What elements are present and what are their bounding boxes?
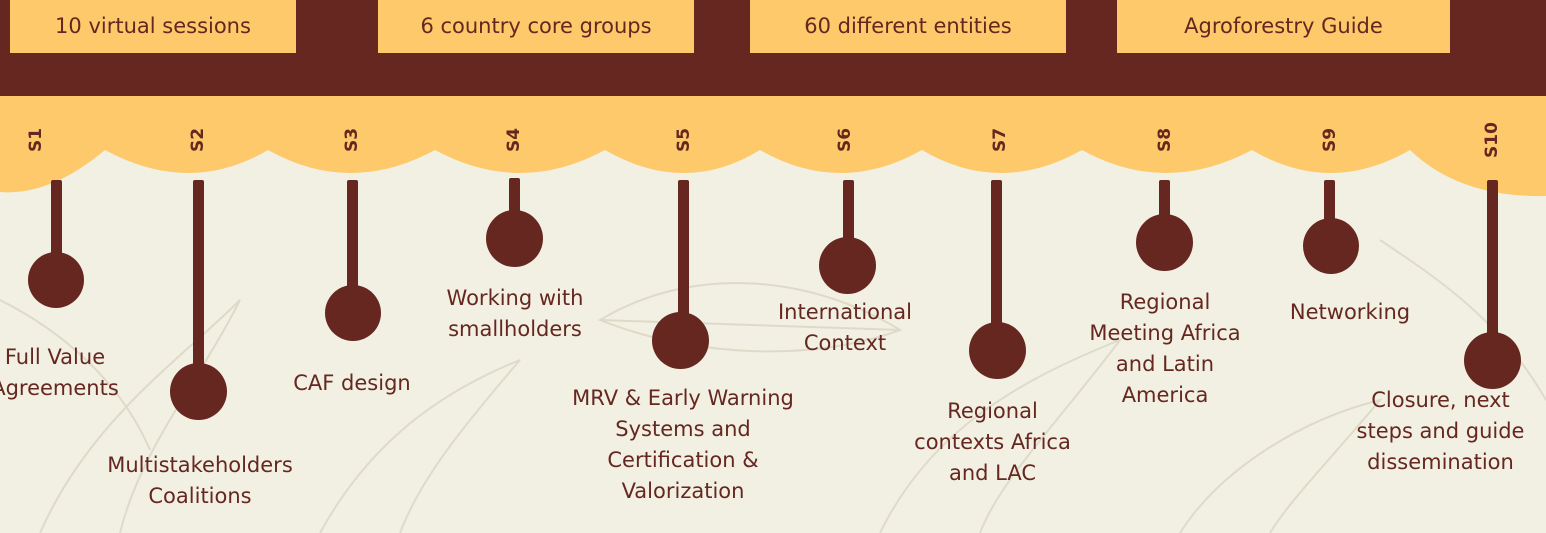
session-marker-s1 — [28, 252, 84, 308]
session-title-s5: MRV & Early Warning Systems and Certific… — [572, 386, 794, 503]
session-title-s1: Full Value Agreements — [0, 345, 119, 400]
session-stem-s3 — [347, 180, 358, 300]
session-stem-s1 — [51, 180, 62, 260]
session-marker-s8 — [1136, 214, 1193, 271]
session-marker-s3 — [325, 285, 381, 341]
session-marker-s5 — [652, 312, 709, 369]
session-marker-s7 — [969, 322, 1026, 379]
session-marker-s6 — [819, 237, 876, 294]
stat-different-entities: 60 different entities — [750, 0, 1066, 53]
scallop-shape — [0, 96, 1546, 197]
session-marker-s4 — [486, 210, 543, 267]
stat-country-core-groups: 6 country core groups — [378, 0, 694, 53]
session-marker-s10 — [1464, 332, 1521, 389]
session-title-s7: Regional contexts Africa and LAC — [914, 399, 1071, 485]
session-code-s3: S3 — [342, 127, 362, 153]
session-title-s3: CAF design — [293, 371, 411, 395]
session-code-s2: S2 — [188, 127, 208, 153]
session-stem-s5 — [678, 180, 689, 320]
session-title-s2: Multistakeholders Coalitions — [107, 453, 293, 508]
session-title-s9: Networking — [1289, 300, 1411, 324]
session-code-s9: S9 — [1320, 127, 1340, 153]
session-code-s6: S6 — [835, 127, 855, 153]
session-stem-s10 — [1487, 180, 1498, 340]
session-stem-s7 — [991, 180, 1002, 330]
session-stem-s4 — [509, 178, 520, 220]
session-title-s10: Closure, next steps and guide disseminat… — [1356, 388, 1525, 474]
session-stem-s2 — [193, 180, 204, 375]
session-code-s10: S10 — [1482, 122, 1502, 158]
session-scallop-band — [0, 96, 1546, 197]
session-code-s4: S4 — [504, 127, 524, 153]
session-code-s1: S1 — [26, 127, 46, 153]
session-stem-s8 — [1159, 180, 1170, 225]
session-stem-s9 — [1324, 180, 1335, 220]
session-title-s8: Regional Meeting Africa and Latin Americ… — [1089, 290, 1241, 407]
stat-virtual-sessions: 10 virtual sessions — [10, 0, 296, 53]
session-title-s6: International Context — [777, 300, 913, 355]
session-title-s4: Working with smallholders — [446, 286, 584, 341]
stat-agroforestry-guide: Agroforestry Guide — [1117, 0, 1450, 53]
session-marker-s2 — [170, 363, 227, 420]
session-code-s5: S5 — [674, 127, 694, 153]
session-stem-s6 — [843, 180, 854, 255]
session-code-s8: S8 — [1155, 127, 1175, 153]
session-marker-s9 — [1303, 218, 1359, 274]
session-code-s7: S7 — [990, 127, 1010, 153]
